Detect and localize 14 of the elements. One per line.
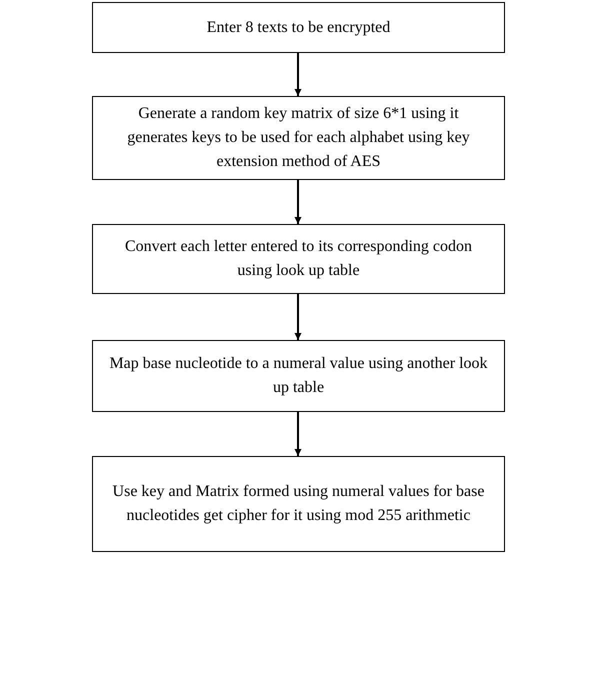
process-box [92,340,505,412]
box-text: Map base nucleotide to a numeral value using another look up table [108,354,489,398]
arrow [294,294,302,340]
process-box [92,456,505,552]
process-box [92,224,505,294]
box-text: Convert each letter entered to its corresponding codon using look up table [124,237,473,281]
box-text: Generate a random key matrix of size 6*1 using it generates keys to be used for each alphabet using key extension method of AES [126,104,471,172]
box-text: Use key and Matrix formed using numeral values for base nucleotides get cipher for it using mod 255 arithmetic [112,482,486,526]
process-box [92,2,505,53]
arrow [294,180,302,224]
process-box [92,96,505,180]
arrow [294,412,302,456]
box-text: Enter 8 texts to be encrypted [206,18,390,38]
arrow [294,53,302,96]
